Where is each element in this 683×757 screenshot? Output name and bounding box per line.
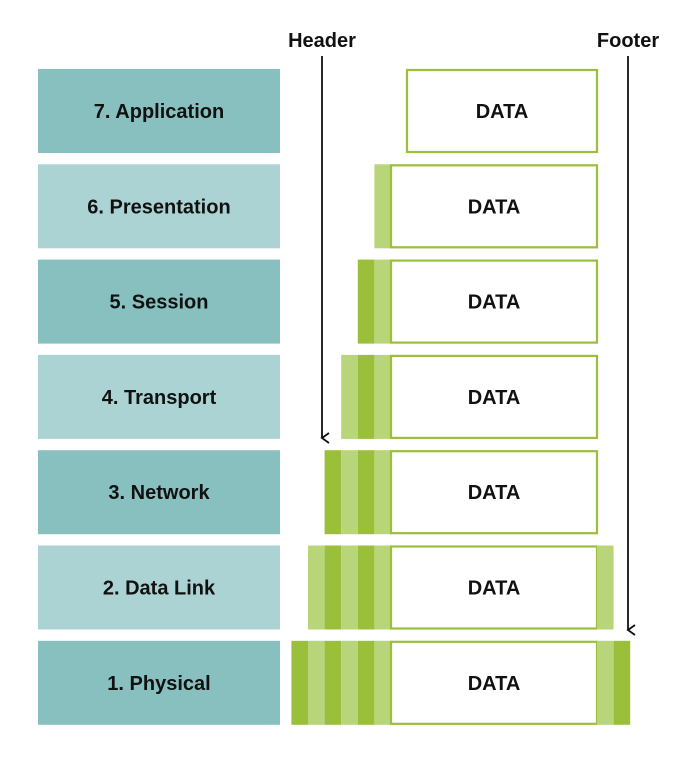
data-label: DATA — [468, 673, 521, 695]
header-block — [324, 640, 342, 725]
data-box — [389, 259, 599, 344]
data-label: DATA — [468, 292, 521, 314]
layer-label: 6. Presentation — [87, 196, 230, 218]
data-box — [405, 68, 599, 154]
layer-row: 7. Application DATA — [38, 68, 599, 154]
layer-label: 3. Network — [108, 482, 210, 504]
header-block — [341, 354, 358, 439]
layer-label: 7. Application — [94, 101, 224, 123]
layer-box — [38, 69, 280, 153]
layer-box — [38, 354, 280, 439]
header-block — [374, 164, 391, 249]
layer-row: 1. Physical DATA — [38, 640, 631, 725]
header-block — [357, 450, 375, 535]
header-block — [341, 545, 358, 630]
layer-box — [38, 450, 280, 535]
layer-row: 6. Presentation DATA — [38, 164, 599, 249]
layer-box — [38, 164, 280, 249]
layer-box — [38, 640, 280, 725]
header-block — [324, 545, 342, 630]
header-block — [374, 640, 391, 725]
layer-row: 4. Transport DATA — [38, 354, 599, 439]
layer-label: 1. Physical — [107, 673, 210, 695]
data-label: DATA — [468, 578, 521, 600]
layer-label: 4. Transport — [102, 387, 217, 409]
header-block — [308, 640, 325, 725]
footer-block — [597, 545, 614, 630]
header-block — [374, 450, 391, 535]
data-box — [389, 545, 599, 630]
data-box — [389, 164, 599, 249]
data-label: DATA — [476, 101, 529, 123]
data-label: DATA — [468, 387, 521, 409]
layer-label: 2. Data Link — [103, 578, 216, 600]
layer-row: 3. Network DATA — [38, 450, 599, 535]
layer-row: 2. Data Link DATA — [38, 545, 614, 630]
header-block — [374, 354, 391, 439]
layer-box — [38, 545, 280, 630]
layer-row: 5. Session DATA — [38, 259, 599, 344]
header-block — [341, 640, 358, 725]
header-block — [341, 450, 358, 535]
data-box — [389, 450, 599, 535]
header-block — [357, 640, 375, 725]
footer-callout-label: Footer — [597, 30, 659, 52]
footer-block — [597, 640, 614, 725]
header-callout-label: Header — [288, 30, 356, 52]
layer-label: 5. Session — [110, 292, 209, 314]
footer-block — [613, 640, 631, 725]
header-block — [357, 545, 375, 630]
header-block — [357, 259, 375, 344]
data-label: DATA — [468, 482, 521, 504]
layer-box — [38, 259, 280, 344]
header-block — [357, 354, 375, 439]
header-block — [291, 640, 308, 725]
header-block — [374, 259, 391, 344]
header-block — [324, 450, 342, 535]
header-block — [374, 545, 391, 630]
header-block — [308, 545, 325, 630]
data-label: DATA — [468, 196, 521, 218]
data-box — [389, 354, 599, 439]
